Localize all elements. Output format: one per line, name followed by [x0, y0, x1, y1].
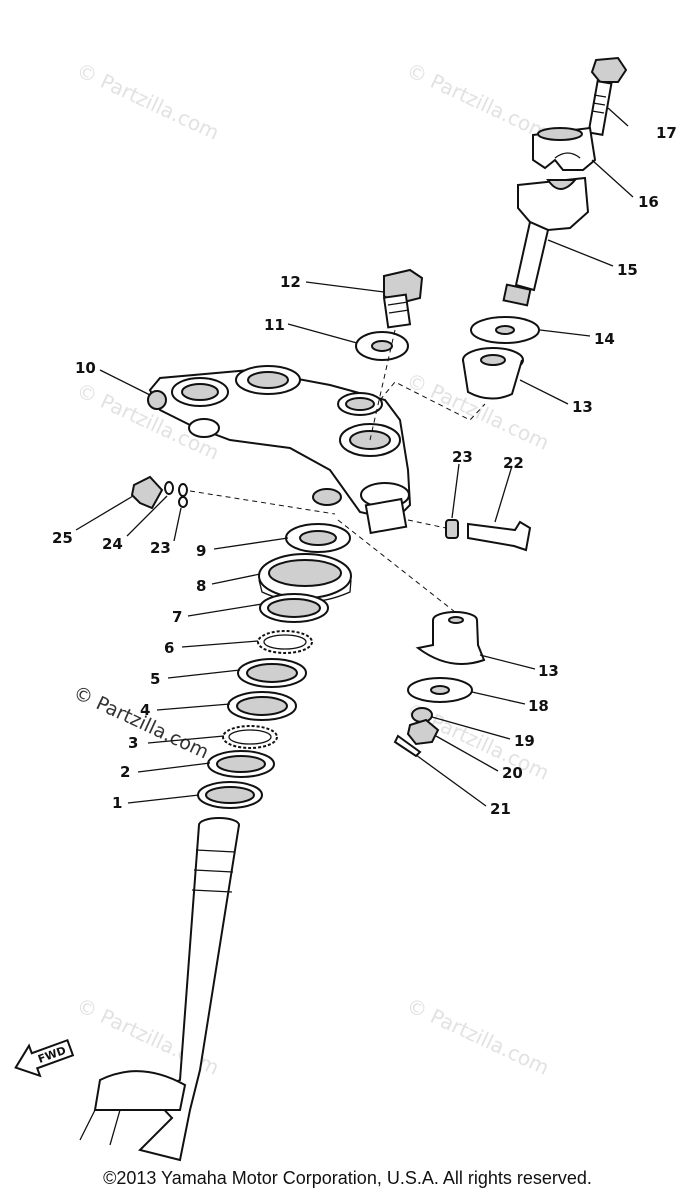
copyright-notice: ©2013 Yamaha Motor Corporation, U.S.A. A…	[103, 1168, 592, 1188]
part-13-bushing-lower	[415, 611, 486, 665]
part-20-nut	[406, 718, 440, 746]
callout-13-upper: 13	[572, 398, 593, 416]
part-17-bolt	[587, 56, 628, 136]
callout-5: 5	[150, 670, 160, 688]
callout-15: 15	[617, 261, 638, 279]
callout-19: 19	[514, 732, 535, 750]
part-19-washer	[411, 707, 433, 723]
part-22-23-pinch-bolt	[445, 519, 532, 552]
part-16-upper-holder	[532, 126, 597, 171]
part-6-balls	[257, 630, 313, 654]
part-21-cotter-pin	[393, 734, 422, 758]
callout-9: 9	[196, 542, 206, 560]
callout-3: 3	[128, 734, 138, 752]
callout-16: 16	[638, 193, 659, 211]
callout-22: 22	[503, 454, 524, 472]
callout-20: 20	[502, 764, 523, 782]
part-13-bushing-upper	[462, 347, 524, 400]
part-14-washer	[470, 316, 540, 344]
part-8-cover	[258, 553, 352, 603]
callout-13-lower: 13	[538, 662, 559, 680]
part-15-lower-holder	[502, 176, 590, 307]
callout-25: 25	[52, 529, 73, 547]
callout-6: 6	[164, 639, 174, 657]
part-12-bolt	[382, 268, 424, 329]
callout-11: 11	[264, 316, 285, 334]
part-2-race	[207, 750, 275, 778]
callout-24: 24	[102, 535, 123, 553]
watermark: © Partzilla.com	[403, 58, 553, 145]
part-5-race	[237, 658, 307, 688]
callout-1: 1	[112, 794, 122, 812]
callout-numbers: 17 16 15 14 13 12 11 10 22 23 25 24 23 9…	[52, 124, 677, 818]
callout-7: 7	[172, 608, 182, 626]
part-4-race	[227, 691, 297, 721]
part-25-cap	[130, 475, 164, 510]
part-7-race	[259, 593, 329, 623]
part-11-washer	[355, 331, 409, 361]
fwd-arrow: FWD	[14, 1038, 75, 1078]
callout-4: 4	[140, 701, 150, 719]
watermark: © Partzilla.com	[73, 58, 223, 145]
callout-23-lower: 23	[150, 539, 171, 557]
callout-12: 12	[280, 273, 301, 291]
callout-23-upper: 23	[452, 448, 473, 466]
part-24-23-small-parts	[164, 481, 188, 508]
part-18-washer	[407, 677, 473, 703]
callout-21: 21	[490, 800, 511, 818]
watermark: © Partzilla.com	[70, 682, 212, 764]
part-1-seal	[197, 781, 263, 809]
callout-17: 17	[656, 124, 677, 142]
steering-stem	[79, 817, 240, 1162]
assembly-lines	[189, 329, 486, 613]
leader-lines	[75, 107, 634, 807]
callout-10: 10	[75, 359, 96, 377]
callout-8: 8	[196, 577, 206, 595]
watermark: © Partzilla.com	[403, 993, 553, 1080]
callout-14: 14	[594, 330, 615, 348]
callout-2: 2	[120, 763, 130, 781]
callout-18: 18	[528, 697, 549, 715]
part-3-balls	[222, 725, 278, 749]
part-9-ring-nut	[285, 523, 351, 553]
